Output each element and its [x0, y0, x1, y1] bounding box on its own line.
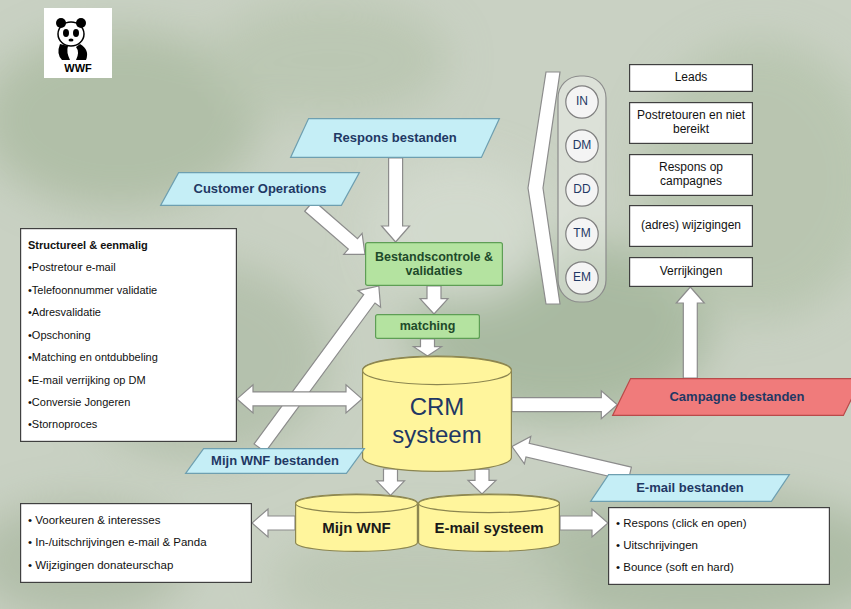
response-type-circle: TM	[565, 217, 599, 251]
block-arrow	[420, 286, 448, 314]
response-type-circle: IN	[565, 85, 599, 119]
list-item: • Uitschrijvingen	[616, 539, 822, 552]
list-item: •Stornoproces	[28, 418, 229, 431]
text-group: Respons op campagnes	[635, 161, 747, 189]
text-group: Mijn WNF	[301, 519, 412, 536]
text-group: Customer Operations	[184, 182, 336, 197]
node-label: E-mail systeem	[424, 519, 554, 536]
node-label: Postretouren en niet bereikt	[635, 109, 747, 137]
block-arrow	[676, 287, 704, 378]
block-arrow	[237, 385, 362, 413]
list-item: •Matching en ontdubbeling	[28, 351, 229, 364]
node-label: matching	[381, 319, 474, 333]
text-group: Verrijkingen	[635, 265, 747, 279]
node-label: Campagne bestanden	[636, 390, 838, 405]
node-label: EM	[567, 271, 597, 285]
node-label: DM	[567, 139, 597, 153]
data-file: Campagne bestanden	[612, 378, 851, 416]
block-arrow	[414, 339, 442, 356]
text-group: EM	[567, 271, 597, 285]
text-group: (adres) wijzigingen	[635, 219, 747, 233]
process-box: Bestandscontrole & validaties	[365, 242, 503, 286]
list-item: • In-/uitschrijvingen e-mail & Panda	[28, 536, 244, 549]
node-label: IN	[567, 95, 597, 109]
block-arrow	[254, 286, 381, 452]
database-cylinder: E-mail systeem	[418, 494, 560, 552]
node-label: DD	[567, 183, 597, 197]
data-file: Respons bestanden	[290, 118, 500, 158]
text-group: matching	[381, 319, 474, 333]
text-group: Leads	[635, 71, 747, 85]
response-category-box: (adres) wijzigingen	[629, 205, 753, 247]
data-file: Customer Operations	[160, 172, 360, 206]
block-arrow	[468, 469, 496, 494]
block-arrow	[382, 158, 410, 242]
text-group: E-mail systeem	[424, 519, 554, 536]
list-item: •Adresvalidatie	[28, 306, 229, 319]
list-item: •Postretour e-mail	[28, 261, 229, 274]
list-heading: Structureel & eenmalig	[28, 239, 229, 252]
list-item: •Conversie Jongeren	[28, 396, 229, 409]
text-group: Campagne bestanden	[636, 390, 838, 405]
block-arrow	[377, 469, 405, 496]
text-group: Respons bestanden	[314, 131, 476, 146]
response-category-box: Verrijkingen	[629, 257, 753, 287]
response-type-circle: DD	[565, 173, 599, 207]
text-group: E-mail bestanden	[614, 481, 766, 496]
note-box: • Voorkeuren & interesses • In-/uitschrij…	[20, 503, 252, 583]
node-label: (adres) wijzigingen	[635, 219, 747, 233]
database-cylinder: Mijn WNF	[295, 494, 418, 552]
list-item: • Bounce (soft en hard)	[616, 561, 822, 574]
list-item: • Voorkeuren & interesses	[28, 514, 244, 527]
response-type-circle: DM	[565, 129, 599, 163]
node-label: Leads	[635, 71, 747, 85]
text-group: TM	[567, 227, 597, 241]
node-label: Customer Operations	[184, 182, 336, 197]
wwf-logo	[44, 8, 112, 78]
list-item: • Wijzigingen donateurschap	[28, 559, 244, 572]
text-group: Bestandscontrole & validaties	[371, 250, 497, 279]
text-group: • Voorkeuren & interesses • In-/uitschrij…	[28, 509, 244, 577]
database-cylinder: CRM systeem	[362, 356, 512, 472]
text-group: Structureel & eenmalig •Postretour e-mail…	[28, 234, 229, 436]
node-label: Verrijkingen	[635, 265, 747, 279]
block-arrow	[252, 509, 295, 537]
text-group: DD	[567, 183, 597, 197]
block-arrow	[305, 201, 365, 255]
text-group: IN	[567, 95, 597, 109]
node-label: E-mail bestanden	[614, 481, 766, 496]
process-box: matching	[375, 314, 480, 339]
node-label: Mijn WNF bestanden	[209, 454, 341, 469]
text-group: CRM systeem	[382, 393, 492, 448]
list-item: •E-mail verrijking op DM	[28, 374, 229, 387]
block-arrow	[512, 391, 617, 419]
text-group: Postretouren en niet bereikt	[635, 109, 747, 137]
response-category-box: Respons op campagnes	[629, 154, 753, 196]
list-item: • Respons (click en open)	[616, 517, 822, 530]
list-item: •Opschoning	[28, 329, 229, 342]
note-box: • Respons (click en open) • Uitschrijving…	[608, 507, 830, 585]
logo-text: WWF	[44, 62, 112, 74]
data-file: Mijn WNF bestanden	[185, 448, 365, 474]
text-group: • Respons (click en open) • Uitschrijving…	[616, 513, 822, 579]
response-channel-bracket	[528, 72, 606, 304]
text-group: DM	[567, 139, 597, 153]
node-label: Respons op campagnes	[635, 161, 747, 189]
note-box: Structureel & eenmalig •Postretour e-mail…	[20, 228, 237, 442]
node-label: Respons bestanden	[314, 131, 476, 146]
node-label: CRM systeem	[382, 393, 492, 448]
list-item: •Telefoonnummer validatie	[28, 284, 229, 297]
response-category-box: Postretouren en niet bereikt	[629, 102, 753, 144]
node-label: Bestandscontrole & validaties	[371, 250, 497, 279]
response-type-circle: EM	[565, 261, 599, 295]
node-label: TM	[567, 227, 597, 241]
response-category-box: Leads	[629, 64, 753, 92]
text-group: Mijn WNF bestanden	[209, 454, 341, 469]
data-file: E-mail bestanden	[590, 474, 790, 502]
block-arrow	[560, 509, 608, 537]
node-label: Mijn WNF	[301, 519, 412, 536]
